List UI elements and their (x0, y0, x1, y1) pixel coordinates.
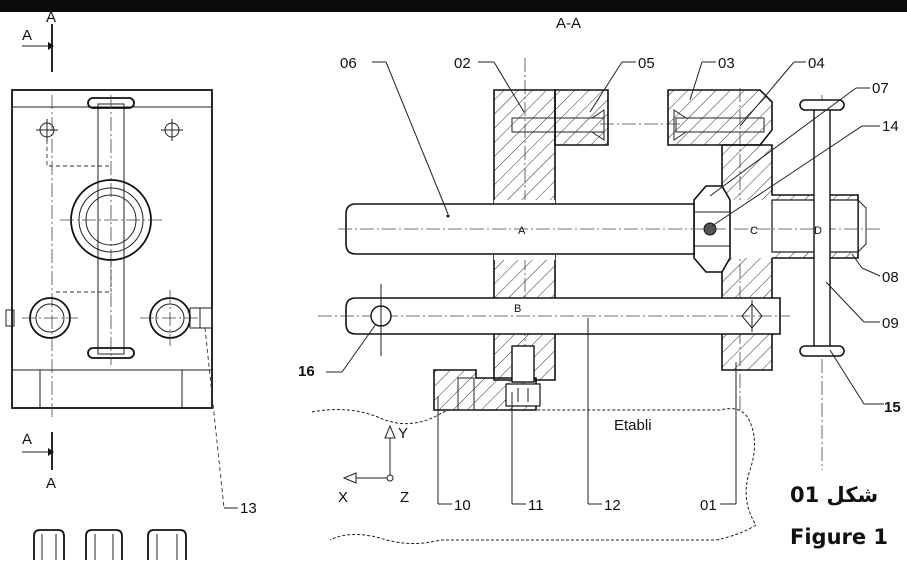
part-label-11: 11 (528, 497, 544, 514)
point-b: B (514, 303, 521, 315)
part-label-15: 15 (884, 399, 901, 416)
axis-z-label: Z (400, 489, 409, 506)
part-label-07: 07 (872, 80, 889, 97)
part-label-12: 12 (604, 497, 621, 514)
caption-english: Figure 1 (790, 525, 888, 549)
part-label-16: 16 (298, 363, 315, 380)
section-marker-bottom-letter: A (46, 475, 56, 492)
part-label-03: 03 (718, 55, 735, 72)
axis-x-label: X (338, 489, 348, 506)
coordinate-axes: Y X Z (338, 424, 409, 506)
front-view-block (11, 89, 213, 409)
point-c: C (750, 225, 758, 237)
bench-outline (311, 408, 757, 544)
part-label-02: 02 (454, 55, 471, 72)
point-d: D (814, 225, 822, 237)
point-a: A (518, 225, 526, 237)
section-title: A-A (556, 15, 581, 32)
bench-label: Etabli (614, 417, 652, 434)
axis-y-label: Y (398, 425, 408, 442)
section-marker-top-arrow-label: A (22, 27, 32, 44)
part-label-06: 06 (340, 55, 357, 72)
part-label-01: 01 (700, 497, 717, 514)
part-label-09: 09 (882, 315, 899, 332)
part-label-08: 08 (882, 269, 899, 286)
part-11-screw (511, 345, 535, 383)
caption-arabic: شكل 01 (790, 483, 878, 507)
part-label-04: 04 (808, 55, 825, 72)
section-view: A-A Etabli (298, 15, 901, 549)
part-label-14: 14 (882, 118, 899, 135)
section-marker-top-letter: A (46, 9, 56, 26)
part-label-10: 10 (454, 497, 471, 514)
left-view: A A A A (5, 9, 257, 560)
section-marker-bottom-arrow-label: A (22, 431, 32, 448)
top-border (0, 0, 907, 12)
part-label-05: 05 (638, 55, 655, 72)
part-label-13: 13 (240, 500, 257, 517)
